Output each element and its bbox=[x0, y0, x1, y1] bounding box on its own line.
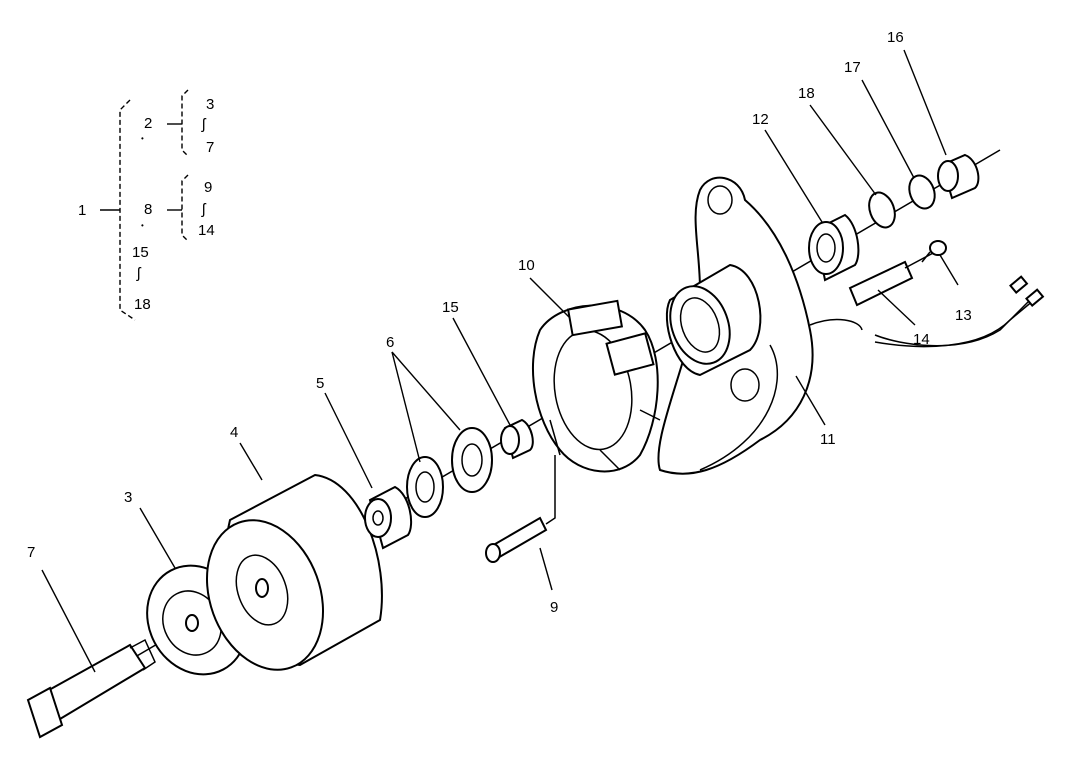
callout-16: 16 bbox=[887, 29, 904, 46]
leader-9 bbox=[539, 547, 553, 591]
spacer-part-15 bbox=[500, 418, 534, 460]
tree-c-sep: ʃ bbox=[137, 265, 141, 282]
washer-part-17 bbox=[908, 174, 936, 210]
tree-b-dot: • bbox=[141, 221, 144, 230]
tree-root-label: 1 bbox=[78, 202, 87, 219]
leader-14 bbox=[877, 289, 916, 326]
callout-14: 14 bbox=[913, 331, 930, 348]
tree-c-top: 15 bbox=[132, 244, 149, 261]
callout-11: 11 bbox=[820, 431, 836, 448]
sensor-part-14 bbox=[848, 251, 1045, 348]
callout-3: 3 bbox=[124, 489, 133, 506]
tree-b-top: 9 bbox=[204, 179, 213, 196]
housing-part-11 bbox=[657, 176, 863, 475]
leader-17 bbox=[861, 79, 915, 179]
callout-17: 17 bbox=[844, 59, 861, 76]
callout-15: 15 bbox=[442, 299, 459, 316]
callout-7: 7 bbox=[27, 544, 36, 561]
callout-9: 9 bbox=[550, 599, 559, 616]
tree-a-label: 2 bbox=[144, 115, 153, 132]
callout-10: 10 bbox=[518, 257, 535, 274]
callout-4: 4 bbox=[230, 424, 239, 441]
callout-12: 12 bbox=[752, 111, 769, 128]
leader-11 bbox=[795, 375, 826, 426]
callout-6: 6 bbox=[386, 334, 395, 351]
tree-b-label: 8 bbox=[144, 201, 153, 218]
callout-18: 18 bbox=[798, 85, 815, 102]
leader-6b bbox=[391, 351, 461, 431]
tree-c-bottom: 18 bbox=[134, 296, 151, 313]
tree-a-bottom: 7 bbox=[206, 139, 215, 156]
leader-6a bbox=[391, 351, 421, 463]
tree-b-sep: ʃ bbox=[202, 201, 206, 218]
bracket-root bbox=[119, 99, 136, 321]
tree-b-bottom: 14 bbox=[198, 222, 215, 239]
stator-part-10 bbox=[531, 299, 661, 473]
leader-7 bbox=[41, 569, 96, 673]
leader-3 bbox=[139, 507, 176, 569]
leader-10 bbox=[529, 277, 571, 319]
screw-part-9 bbox=[485, 455, 556, 563]
leader-16 bbox=[903, 49, 947, 156]
bracket-b bbox=[181, 174, 189, 242]
nut-part-16 bbox=[937, 153, 980, 200]
spacer-part-5 bbox=[364, 485, 413, 550]
bearing-part-6b bbox=[451, 427, 493, 493]
tree-a-top: 3 bbox=[206, 96, 215, 113]
bearing-part-12 bbox=[808, 213, 860, 282]
leader-13 bbox=[939, 254, 959, 286]
bearing-part-6a bbox=[406, 456, 444, 518]
tree-a-sep: ʃ bbox=[202, 116, 206, 133]
callout-5: 5 bbox=[316, 375, 325, 392]
tree-a-dot: • bbox=[141, 134, 144, 143]
bracket-a bbox=[181, 89, 189, 157]
pulley-part-4 bbox=[205, 473, 383, 671]
bolt-part-7 bbox=[26, 638, 156, 739]
leader-18 bbox=[809, 104, 877, 196]
leader-15 bbox=[452, 317, 511, 426]
leader-4 bbox=[239, 442, 263, 481]
screw-part-13 bbox=[921, 240, 947, 263]
callout-13: 13 bbox=[955, 307, 972, 324]
leader-5 bbox=[324, 392, 373, 489]
leader-12 bbox=[764, 129, 823, 223]
washer-part-18 bbox=[868, 191, 896, 229]
